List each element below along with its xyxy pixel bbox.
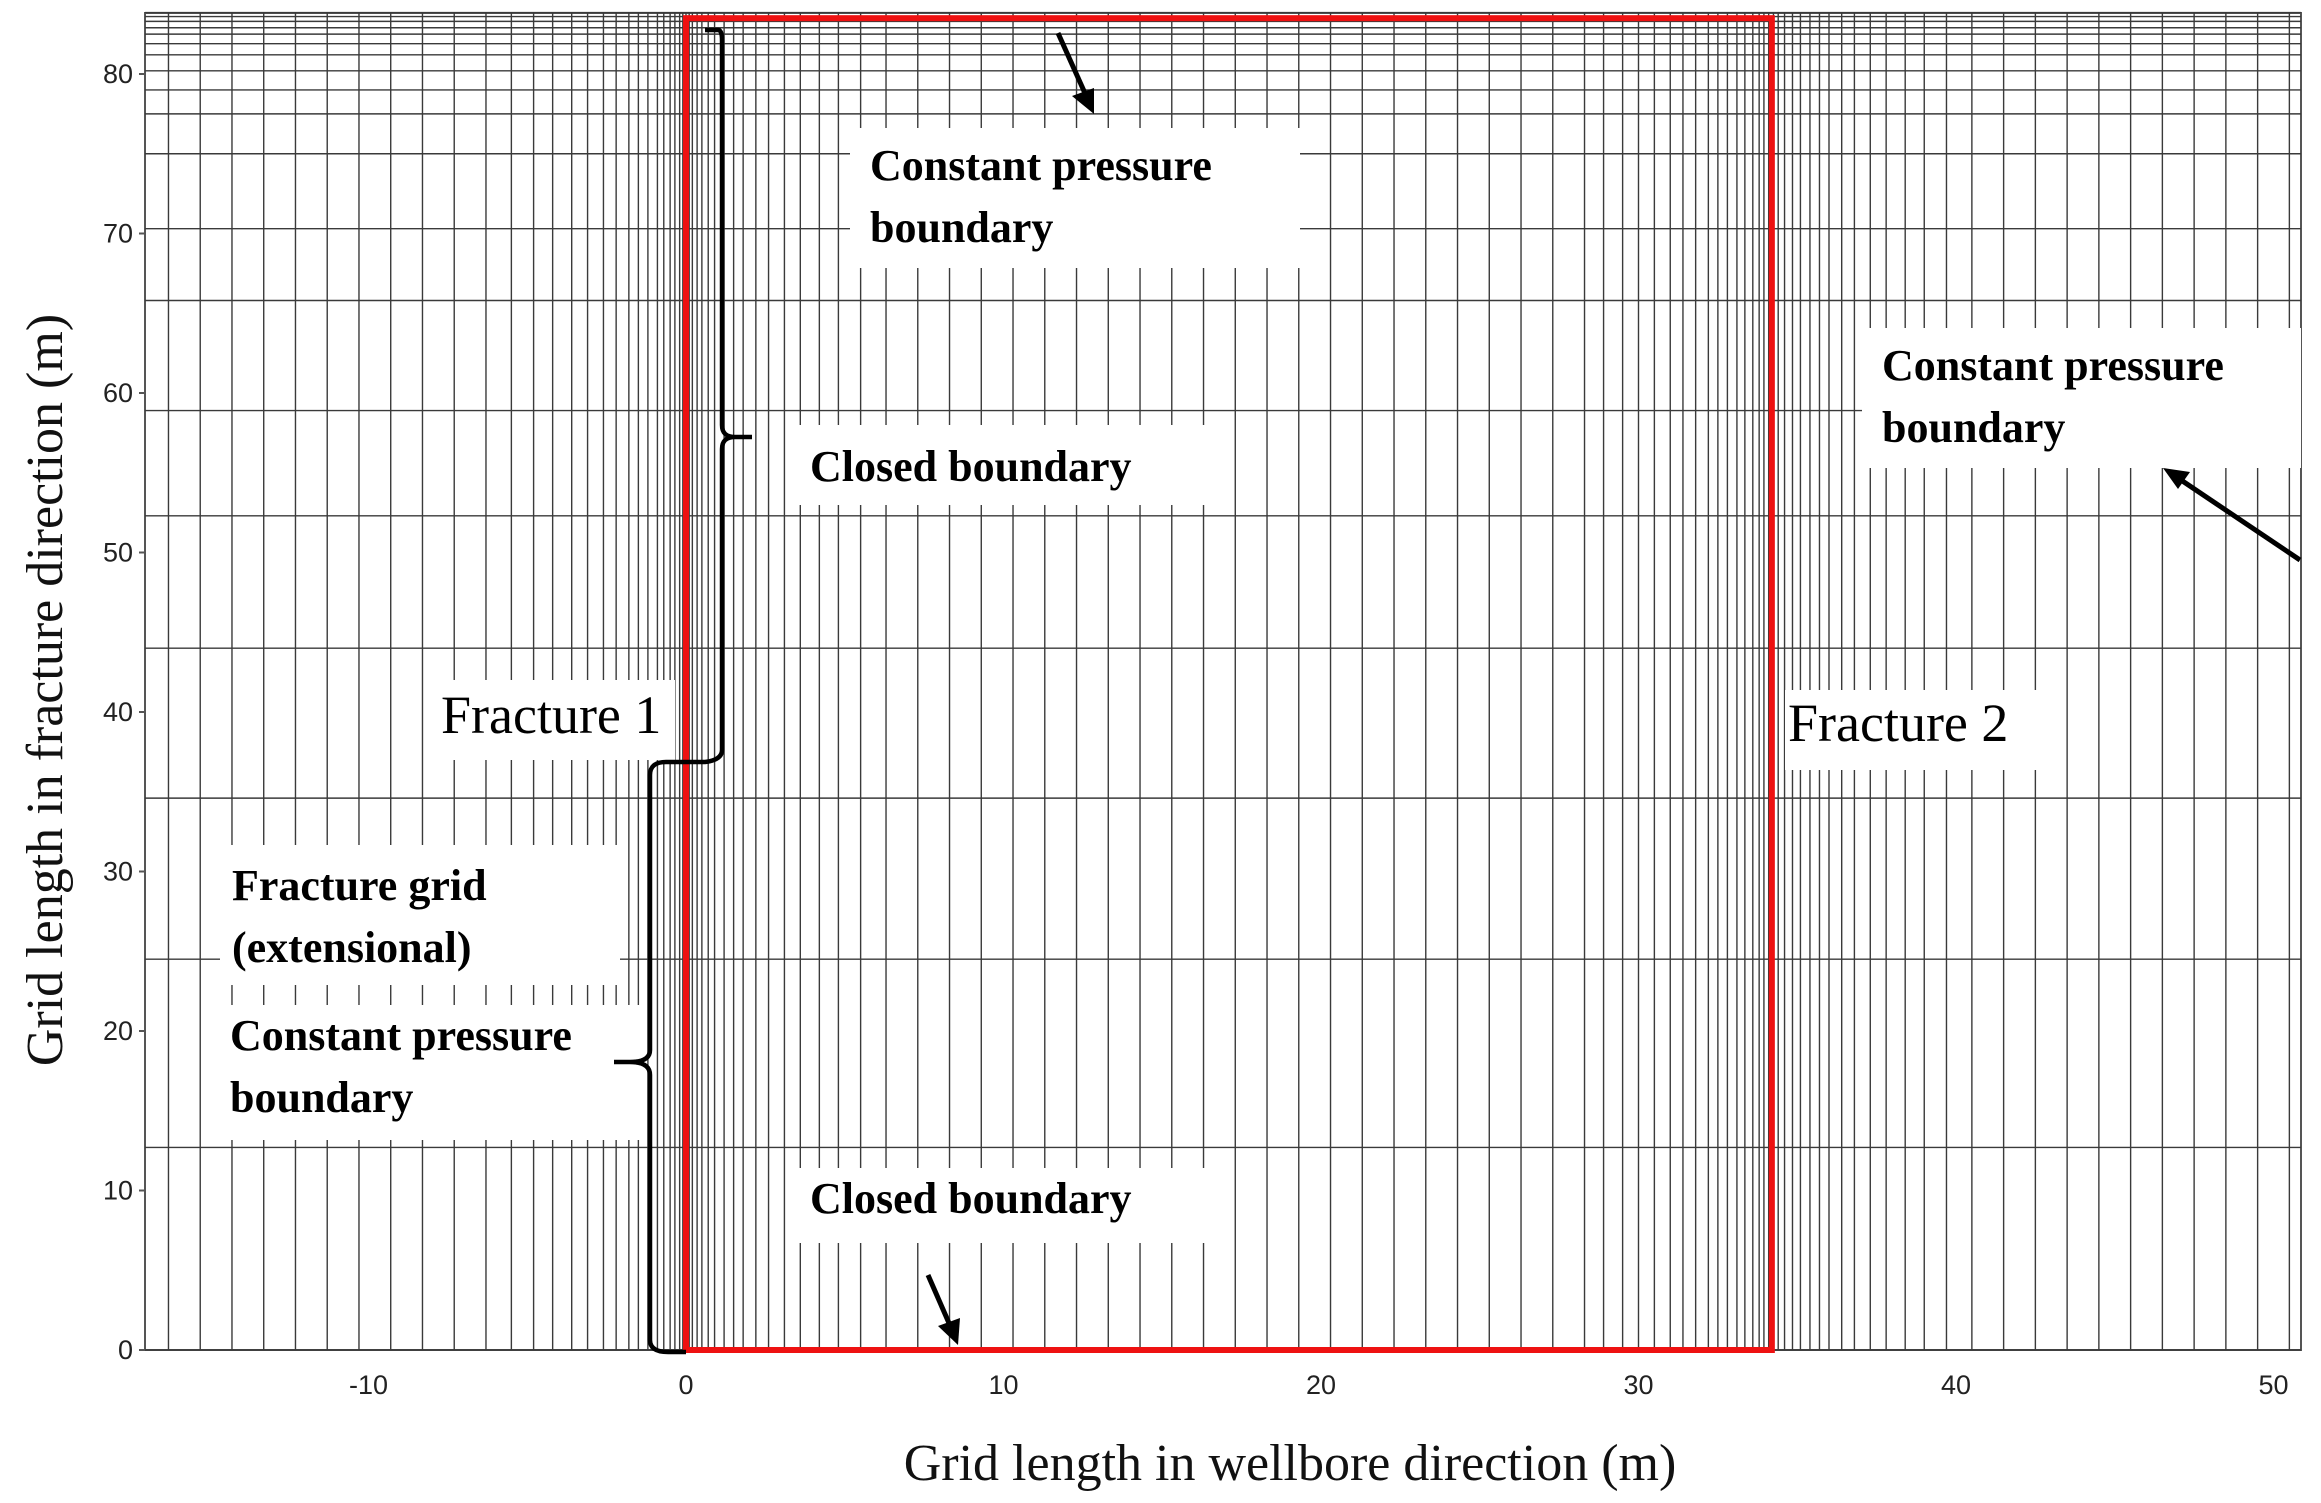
constant-pressure-brace: [614, 759, 686, 1355]
top-constant-pressure-line-2: boundary: [870, 203, 1053, 252]
fracture-grid-line-1: Fracture grid: [232, 861, 487, 910]
arrow-top-head: [1072, 88, 1094, 114]
y-tick-label: 10: [103, 1176, 133, 1206]
arrow-bottom-shaft: [925, 1274, 955, 1331]
left-constant-pressure-line-1: Constant pressure: [230, 1011, 572, 1060]
x-axis-title: Grid length in wellbore direction (m): [904, 1435, 1677, 1492]
x-tick-label: 40: [1941, 1370, 1971, 1400]
closed-boundary-lower-label: Closed boundary: [810, 1174, 1132, 1223]
top-constant-pressure-line-1: Constant pressure: [870, 141, 1212, 190]
right-constant-pressure-line-2: boundary: [1882, 403, 2065, 452]
arrow-bottom-head: [938, 1318, 960, 1345]
fracture-1-label: Fracture 1: [441, 685, 661, 745]
y-tick-label: 80: [103, 59, 133, 89]
fracture-grid-line-2: (extensional): [232, 923, 472, 972]
x-tick-label: 30: [1623, 1370, 1653, 1400]
y-tick-label: 50: [103, 538, 133, 568]
label-box-fracture-1: [440, 680, 675, 760]
x-tick-label: 50: [2258, 1370, 2288, 1400]
x-axis-ticks: -10 0 10 20 30 40 50: [349, 1370, 2289, 1400]
y-tick-label: 0: [118, 1335, 133, 1365]
closed-boundary-upper-label: Closed boundary: [810, 442, 1132, 491]
arrow-right-shaft: [2176, 475, 2302, 563]
left-constant-pressure-line-2: boundary: [230, 1073, 413, 1122]
closed-boundary-brace: [686, 27, 752, 765]
x-tick-label: 10: [988, 1370, 1018, 1400]
y-tick-label: 70: [103, 219, 133, 249]
label-box-closed-upper: [790, 425, 1230, 505]
label-box-closed-lower: [790, 1168, 1230, 1243]
y-tick-label: 20: [103, 1016, 133, 1046]
label-box-right: [1862, 328, 2301, 468]
y-tick-label: 60: [103, 378, 133, 408]
label-box-left: [220, 1005, 640, 1140]
label-box-top: [850, 128, 1300, 268]
arrow-right-head: [2163, 468, 2190, 489]
y-axis-ticks: 0 10 20 30 40 50 60 70 80: [103, 59, 145, 1365]
arrow-top-shaft: [1055, 31, 1091, 102]
y-axis-title: Grid length in fracture direction (m): [17, 314, 74, 1066]
y-tick-label: 40: [103, 697, 133, 727]
model-domain-box: [683, 15, 1775, 1353]
x-tick-label: 0: [678, 1370, 693, 1400]
y-tick-label: 30: [103, 857, 133, 887]
label-box-fracture-2: [1785, 690, 2040, 770]
x-tick-label: -10: [349, 1370, 388, 1400]
right-constant-pressure-line-1: Constant pressure: [1882, 341, 2224, 390]
fracture-2-label: Fracture 2: [1788, 693, 2008, 753]
label-box-fracture-grid: [220, 845, 620, 985]
x-tick-label: 20: [1306, 1370, 1336, 1400]
horizontal-grid-lines: [145, 11, 2301, 1351]
